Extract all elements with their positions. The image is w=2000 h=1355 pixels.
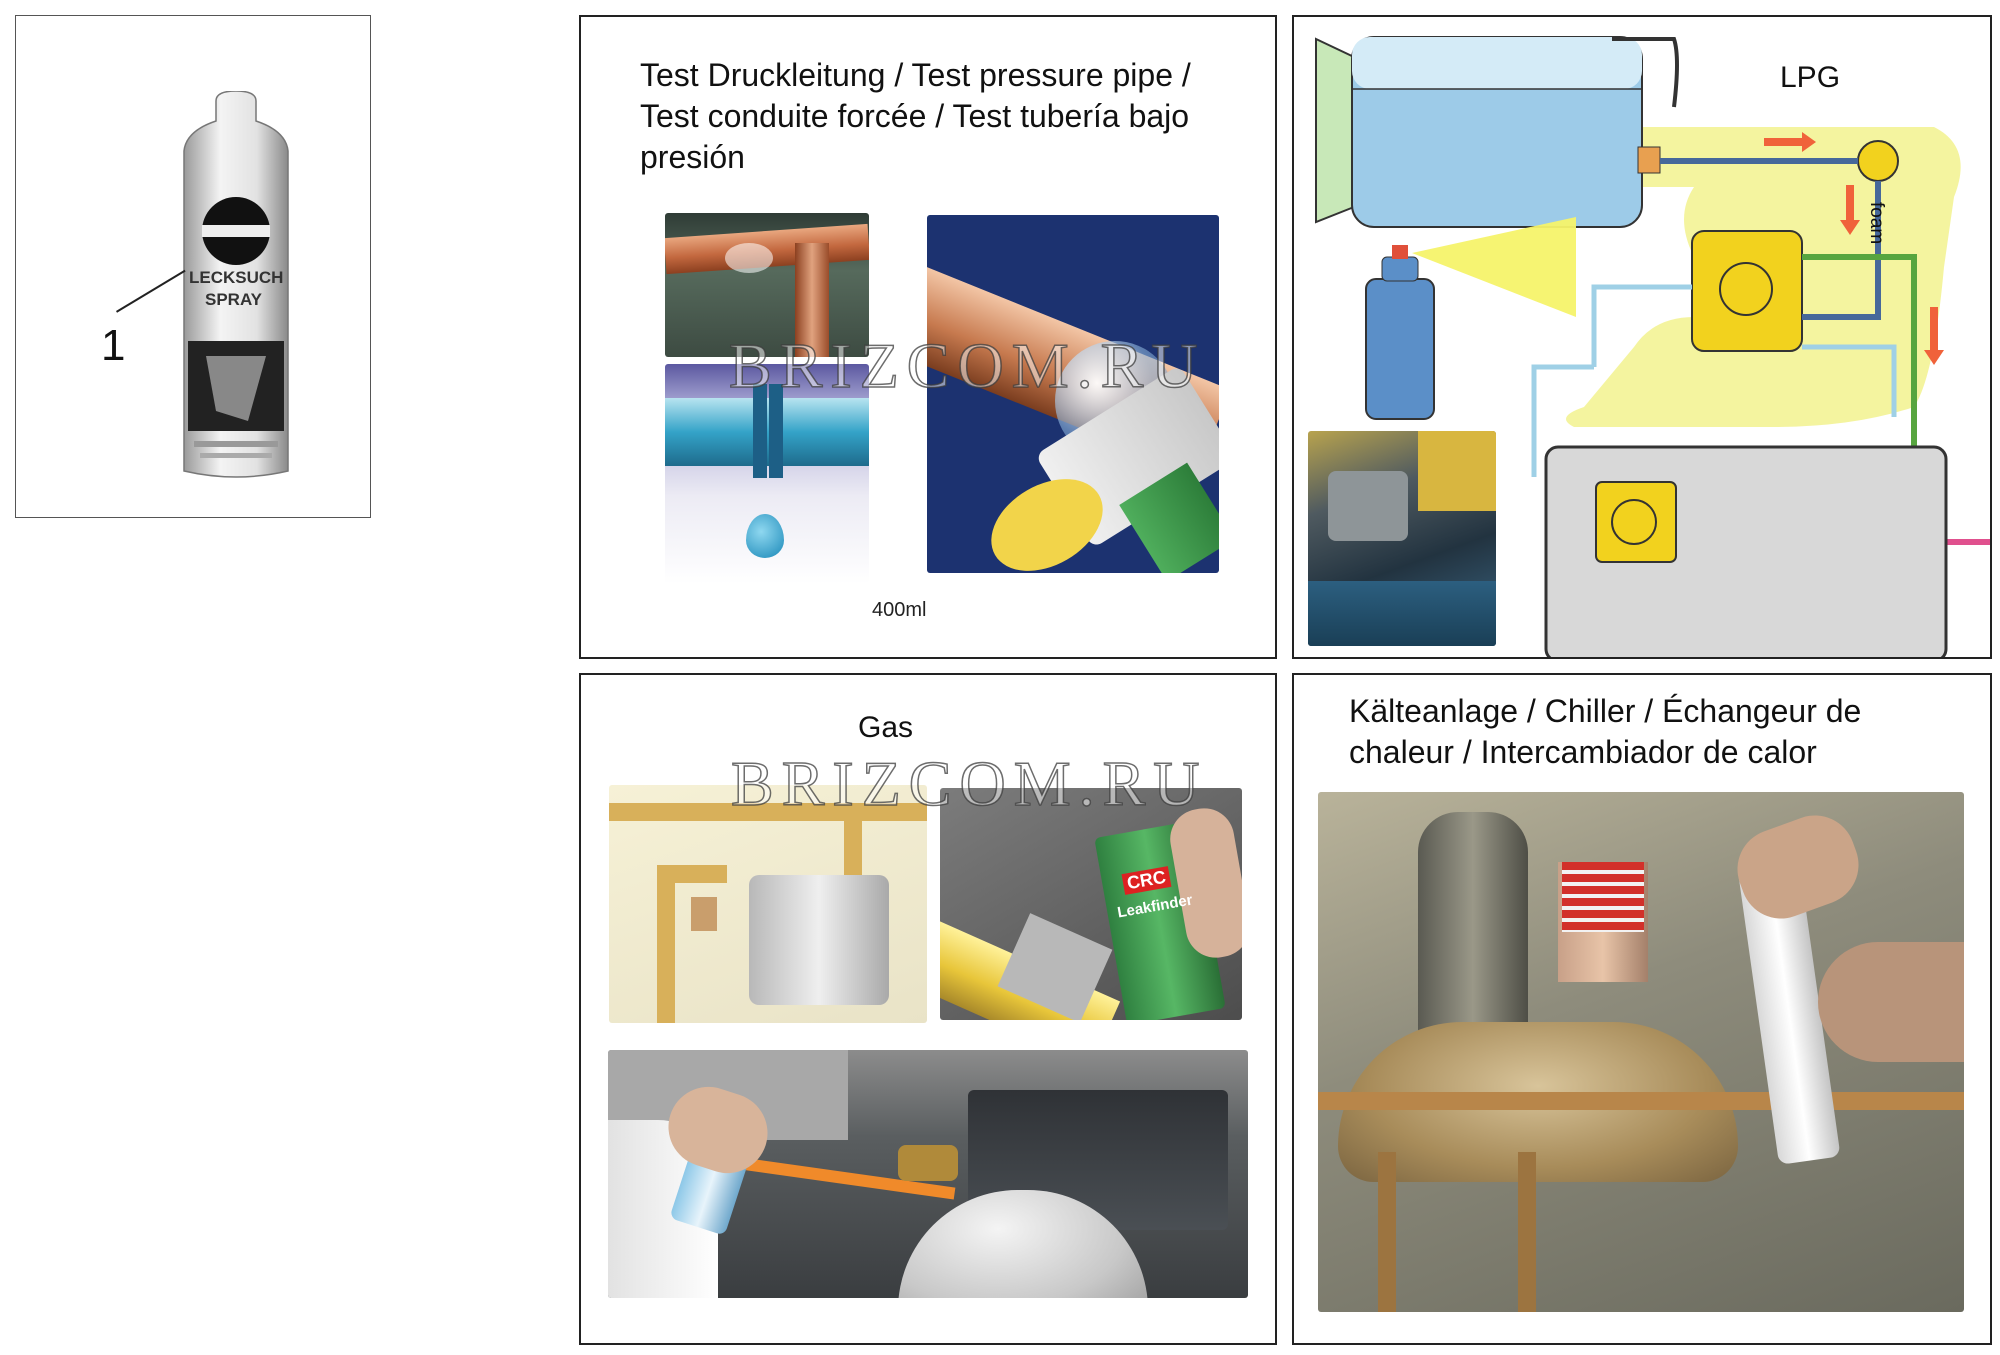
gas-panel: Gas CRC Leakfinder BRIZCOM.RU [579, 673, 1277, 1345]
part-number: 1 [101, 321, 126, 370]
lpg-diagram-panel: LPG foam [1292, 15, 1992, 659]
leak-spray-can-illustration [183, 91, 289, 478]
lpg-title: LPG [1780, 61, 1841, 94]
pressure-pipe-panel: Test Druckleitung / Test pressure pipe /… [579, 15, 1277, 659]
pressure-pipe-title-3: presión [640, 139, 745, 175]
gas-title: Gas [858, 711, 914, 744]
pressure-pipe-title-1: Test Druckleitung / Test pressure pipe / [640, 57, 1191, 93]
volume-label: 400ml [872, 599, 927, 621]
chiller-panel: Kälteanlage / Chiller / Échangeur de cha… [1292, 673, 1992, 1345]
gas-meter-photo [609, 785, 927, 1023]
crc-leakfinder-photo [940, 788, 1242, 1020]
lpg-engine-photo [1308, 431, 1496, 646]
copper-pipe-photo [665, 213, 869, 357]
can-label-line1: LECKSUCH [189, 268, 284, 287]
gas-bottle-spray-photo [608, 1050, 1248, 1298]
chiller-title-2: chaleur / Intercambiador de calor [1349, 734, 1817, 770]
lpg-system-diagram [1315, 36, 1990, 657]
chiller-valve-photo [1318, 792, 1964, 1312]
part-image-frame: LECKSUCH SPRAY 1 [15, 15, 371, 518]
foam-label: foam [1866, 202, 1887, 245]
chiller-title-1: Kälteanlage / Chiller / Échangeur de [1349, 693, 1862, 729]
pressure-pipe-title-2: Test conduite forcée / Test tubería bajo [640, 98, 1190, 134]
can-label-line2: SPRAY [205, 290, 263, 309]
bubble-spray-illustration [927, 215, 1219, 573]
flange-pipe-drip-illustration [665, 364, 869, 584]
